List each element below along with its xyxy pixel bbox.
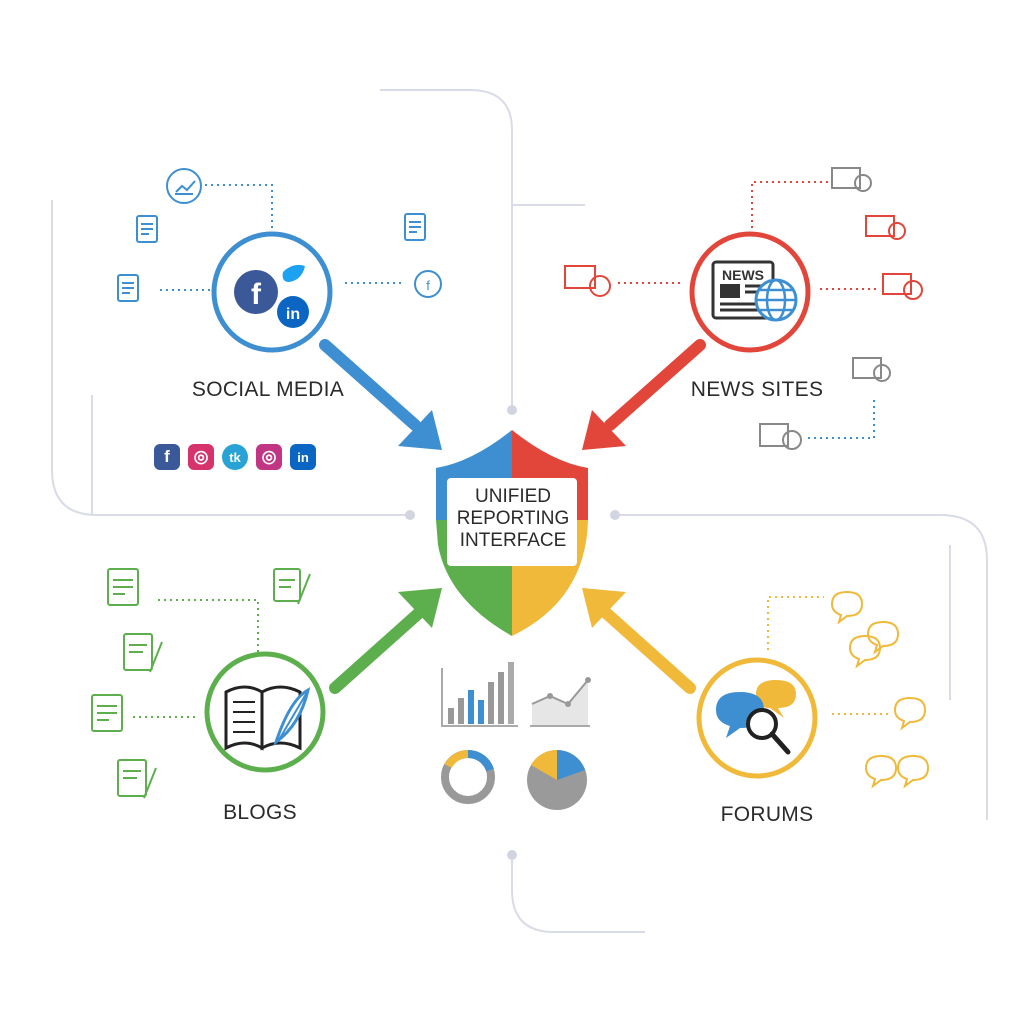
- news-sites-label: NEWS SITES: [690, 378, 824, 401]
- open-book-icon: [224, 685, 302, 751]
- newspaper-globe-icon: [882, 273, 923, 300]
- social-apps-icon: f: [414, 270, 442, 298]
- bar-chart-icon: [441, 662, 518, 727]
- svg-text:f: f: [426, 278, 430, 293]
- newspaper-news-text: NEWS: [722, 267, 764, 283]
- notepad-icon: [404, 213, 426, 241]
- donut-chart-icon: [441, 749, 495, 804]
- notepad-icon: [107, 568, 139, 606]
- magnifier-icon: [746, 708, 791, 755]
- arrow-news-sites: [582, 339, 706, 450]
- social-media-satellite-icons: f: [117, 168, 442, 302]
- notepad-icon: [91, 694, 123, 732]
- center-line-2: REPORTING: [456, 508, 570, 529]
- center-line-3: INTERFACE: [459, 530, 567, 551]
- chat-bubble-icon: [830, 590, 864, 625]
- connector-dots: [405, 405, 620, 860]
- linkedin-icon: in: [277, 296, 309, 328]
- pie-chart-icon: [527, 749, 587, 810]
- tiktok-badge: tk: [222, 444, 248, 470]
- forums-node: [696, 657, 818, 779]
- chat-bubbles-icon: [864, 754, 930, 789]
- blogs-satellite-icons: [91, 568, 311, 799]
- chat-bubble-icon: [893, 696, 927, 731]
- facebook-icon: f: [234, 270, 278, 314]
- globe-icon: [754, 278, 798, 322]
- unified-shield: [436, 430, 588, 636]
- blogs-node: [204, 651, 326, 773]
- blogs-dotted-links: [133, 599, 259, 718]
- newspaper-globe-icon: [852, 357, 891, 382]
- linkedin-badge: in: [290, 444, 316, 470]
- news-sites-node: NEWS: [689, 231, 811, 353]
- newspaper-globe-icon: [831, 167, 872, 192]
- instagram-badge: ◎: [188, 444, 214, 470]
- social-media-node: f in: [211, 231, 333, 353]
- unified-reporting-interface-title: UNIFIED REPORTING INTERFACE: [440, 486, 586, 552]
- chat-bubbles-icon: [848, 620, 900, 669]
- notepad-pencil-icon: [273, 568, 311, 605]
- notepad-icon: [117, 274, 139, 302]
- line-chart-icon: [530, 677, 591, 727]
- background-connectors: [51, 89, 988, 933]
- news-sites-dotted-links: [618, 181, 880, 290]
- forums-satellite-icons: [830, 590, 930, 789]
- newspaper-globe-icon: [759, 423, 802, 450]
- instagram-badge: ◎: [256, 444, 282, 470]
- social-media-label: SOCIAL MEDIA: [191, 378, 345, 401]
- social-media-dotted-links: [160, 184, 405, 291]
- svg-text:in: in: [286, 306, 300, 323]
- social-badges-row: f ◎ tk ◎ in: [154, 444, 316, 470]
- center-line-1: UNIFIED: [475, 486, 551, 507]
- arrow-forums: [582, 588, 696, 694]
- twitter-icon: [282, 264, 305, 282]
- analytics-chart-icon: [166, 168, 202, 204]
- newspaper-globe-icon: [865, 215, 906, 240]
- forums-label: FORUMS: [720, 803, 814, 826]
- svg-text:f: f: [251, 278, 262, 311]
- speech-bubbles-icon: [716, 680, 796, 738]
- arrow-social-media: [319, 339, 442, 450]
- newspaper-globe-icon: [564, 265, 611, 297]
- news-sites-dotted-links-gray: [808, 400, 875, 439]
- news-satellite-icons: [564, 167, 923, 450]
- blogs-label: BLOGS: [223, 801, 297, 824]
- forums-dotted-links: [767, 596, 890, 715]
- arrow-blogs: [329, 588, 442, 694]
- notepad-pencil-icon: [123, 633, 163, 673]
- facebook-badge: f: [154, 444, 180, 470]
- notepad-icon: [136, 215, 158, 243]
- quill-pen-icon: [273, 687, 311, 746]
- notepad-pencil-icon: [117, 759, 157, 799]
